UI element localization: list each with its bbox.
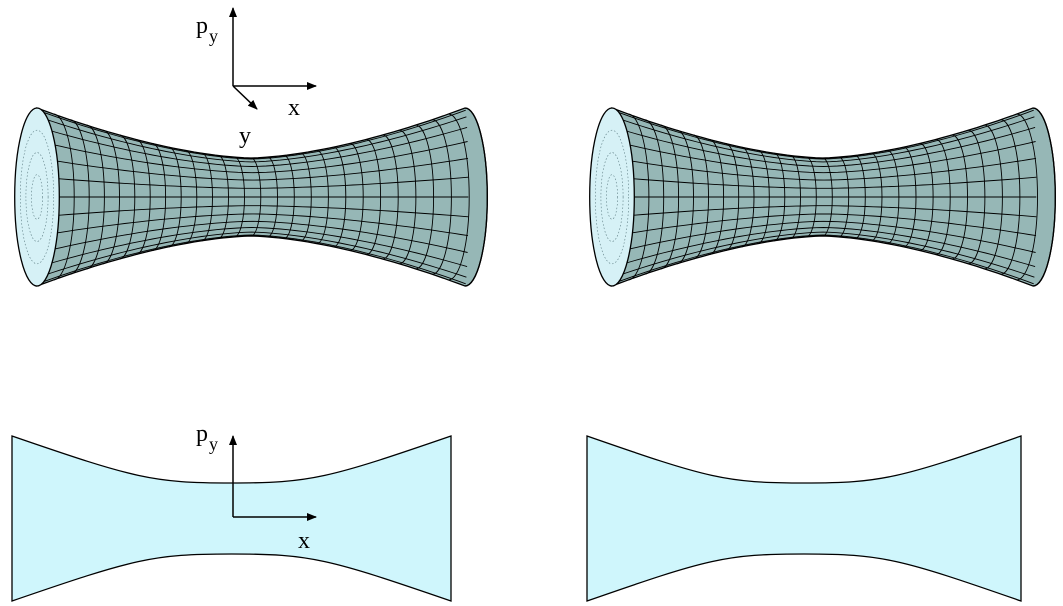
tube-grid-ring (935, 138, 951, 256)
tube-grid-longitudinal (614, 157, 1037, 181)
cap-inner-ring (606, 174, 618, 220)
tube-grid-ring (366, 138, 382, 256)
cross-section-right (586, 435, 1022, 602)
y-label-top: y (239, 123, 251, 149)
tube-grid-ring (709, 138, 725, 256)
tube-grid-longitudinal (39, 220, 468, 253)
tube-grid-ring (887, 149, 900, 245)
tube-grid-longitudinal (40, 205, 469, 218)
tube-grid-longitudinal (37, 109, 466, 160)
tube-grid-ring (267, 156, 278, 238)
cap-inner-ring (31, 174, 43, 220)
tube-grid-longitudinal (38, 231, 467, 278)
tube-grid-ring (448, 113, 470, 281)
cap-inner-ring (19, 129, 55, 265)
tube-grid-ring (185, 149, 198, 245)
tube-grid-longitudinal (40, 176, 469, 189)
tube-grid-ring (53, 113, 75, 281)
tube-grid-ring (152, 143, 167, 251)
tube-grid-ring (644, 119, 665, 275)
tube-grid-ring (660, 124, 680, 270)
tube-grid-longitudinal (39, 141, 468, 174)
tube-grid-ring (349, 143, 364, 251)
hyperboloid-surface-left (14, 107, 488, 287)
tube-grid-ring (871, 152, 883, 242)
tube-grid-longitudinal (615, 176, 1037, 189)
cap-inner-ring (594, 129, 629, 265)
cross-section-left (11, 435, 452, 602)
tube-grid-ring (119, 134, 136, 260)
y-axis-arrow-top (232, 85, 258, 110)
tube-grid-ring (984, 124, 1003, 270)
tube-grid-ring (757, 149, 770, 245)
tube-grid-ring (201, 152, 213, 242)
tube-grid-longitudinal (39, 213, 469, 237)
tube-grid-longitudinal (613, 231, 1035, 278)
tube-grid-longitudinal (613, 227, 1036, 268)
tube-grid-longitudinal (614, 213, 1037, 237)
tube-grid-ring (432, 119, 452, 275)
tube-grid-ring (382, 134, 399, 260)
tube-grid-ring (135, 138, 151, 256)
x-label-top: x (288, 95, 300, 121)
tube-grid-ring (1000, 119, 1021, 275)
tube-grid-ring (218, 155, 229, 239)
tube-grid-ring (628, 113, 650, 281)
tube-grid-longitudinal (38, 126, 468, 167)
tube-end-rim (1032, 107, 1056, 287)
tube-grid-ring (399, 129, 417, 265)
tube-grid-longitudinal (613, 126, 1036, 167)
tube-grid-ring (250, 157, 262, 237)
tube-grid-ring (415, 124, 435, 270)
cap-inner-ring (25, 152, 49, 242)
tube-grid-ring (822, 157, 833, 237)
tube-grid-ring (790, 155, 801, 239)
tube-grid-ring (838, 156, 850, 238)
tube-grid-ring (903, 146, 917, 248)
tube-grid-longitudinal (614, 141, 1036, 174)
x-label-bottom: x (298, 528, 310, 554)
tube-grid-longitudinal (38, 116, 467, 163)
py-label-bottom: py (196, 421, 218, 454)
tube-grid-ring (86, 124, 105, 270)
py-label-top: py (196, 13, 218, 46)
tube-grid-ring (773, 152, 786, 242)
tube-grid-longitudinal (37, 234, 466, 285)
tube-grid-longitudinal (615, 205, 1037, 218)
axes-3d: py x y (196, 7, 317, 149)
tube-grid-ring (333, 146, 347, 248)
tube-grid-ring (102, 129, 120, 265)
cap-inner-ring (600, 152, 624, 242)
tube-grid-longitudinal (613, 116, 1035, 163)
tube-grid-ring (1016, 113, 1038, 281)
tube-grid-longitudinal (39, 157, 469, 181)
tube-grid-ring (168, 146, 182, 248)
tube-grid-ring (968, 129, 986, 265)
tube-grid-ring (692, 134, 709, 260)
hyperboloid-surface-right (589, 107, 1056, 287)
tube-grid-ring (300, 152, 312, 242)
axes-2d: py x (196, 421, 317, 554)
tube-grid-ring (919, 143, 934, 251)
tube-grid-ring (316, 149, 329, 245)
tube-end-rim (464, 107, 488, 287)
tube-grid-ring (69, 119, 90, 275)
tube-grid-ring (234, 156, 245, 238)
tube-grid-ring (806, 156, 817, 238)
tube-grid-ring (951, 134, 968, 260)
tube-grid-longitudinal (612, 109, 1034, 160)
tube-grid-ring (676, 129, 694, 265)
tube-grid-ring (854, 155, 866, 239)
tube-grid-ring (741, 146, 755, 248)
tube-grid-longitudinal (38, 227, 468, 268)
tube-grid-longitudinal (612, 234, 1034, 285)
tube-end-cap (589, 107, 635, 287)
tube-end-cap (14, 107, 60, 287)
tube-grid-ring (283, 155, 295, 239)
tube-grid-ring (725, 143, 740, 251)
tube-grid-longitudinal (614, 220, 1036, 253)
